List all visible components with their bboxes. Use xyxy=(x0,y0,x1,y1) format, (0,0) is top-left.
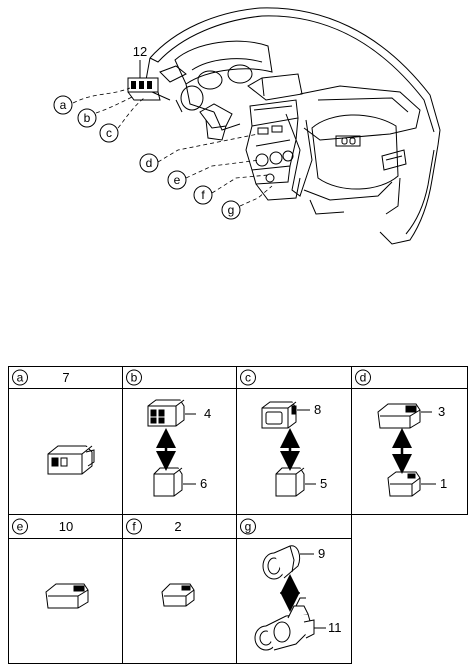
part-8-label: 8 xyxy=(314,402,321,417)
cell-g-letter: g xyxy=(245,520,252,534)
callout-f-circle xyxy=(193,185,213,205)
callout-d: d xyxy=(146,156,153,170)
cell-c-letter: c xyxy=(245,371,251,385)
leader-d xyxy=(157,133,259,163)
part-6-switch xyxy=(153,467,183,497)
callout-a: a xyxy=(60,98,67,112)
part-5-switch xyxy=(275,467,305,497)
callout-f: f xyxy=(201,188,205,202)
callout-c-circle xyxy=(99,123,119,143)
part-1-switch xyxy=(387,471,421,497)
part-2-switch xyxy=(161,583,195,607)
callout-d-circle xyxy=(139,153,159,173)
part-1-label: 1 xyxy=(440,476,447,491)
callout-g: g xyxy=(228,203,235,217)
cell-e-header-num: 10 xyxy=(59,519,73,534)
leader-e xyxy=(185,159,261,179)
main-ref-label: 12 xyxy=(133,44,147,59)
callout-e-circle xyxy=(167,170,187,190)
cell-g xyxy=(236,514,352,664)
callout-a-circle xyxy=(53,95,73,115)
cell-b-letter: b xyxy=(131,371,138,385)
cell-a-header-num: 7 xyxy=(62,370,69,385)
part-11-socket xyxy=(254,597,315,651)
callout-e: e xyxy=(174,173,181,187)
cell-e-letter: e xyxy=(17,520,24,534)
part-9-label: 9 xyxy=(318,546,325,561)
leader-c xyxy=(117,97,145,129)
leader-a xyxy=(72,87,131,104)
part-8-switch xyxy=(261,401,297,429)
leader-f xyxy=(211,174,269,194)
part-9-lighter xyxy=(262,545,301,580)
part-4-switch xyxy=(147,399,185,427)
part-6-label: 6 xyxy=(200,476,207,491)
part-5-label: 5 xyxy=(320,476,327,491)
leader-b xyxy=(95,95,135,114)
cell-f-header-num: 2 xyxy=(174,519,181,534)
cell-d xyxy=(351,366,468,515)
leader-g xyxy=(239,185,273,207)
callout-b-circle xyxy=(77,108,97,128)
switch-assembly-12 xyxy=(127,60,161,101)
callout-b: b xyxy=(84,111,91,125)
dashboard-diagram: 12 a b c d e f g xyxy=(53,7,441,245)
cell-f-letter: f xyxy=(132,520,136,534)
part-3-label: 3 xyxy=(438,404,445,419)
callout-c: c xyxy=(106,126,112,140)
parts-table: a b c d e f g 7 10 2 xyxy=(8,366,468,664)
part-10-switch xyxy=(45,583,89,609)
part-7-switch xyxy=(47,445,95,475)
part-11-label: 11 xyxy=(328,620,342,635)
callout-g-circle xyxy=(221,200,241,220)
dashboard-outline xyxy=(149,7,441,146)
part-3-switch xyxy=(377,403,421,429)
cell-a-letter: a xyxy=(17,371,24,385)
cell-d-letter: d xyxy=(360,371,367,385)
part-4-label: 4 xyxy=(204,406,211,421)
